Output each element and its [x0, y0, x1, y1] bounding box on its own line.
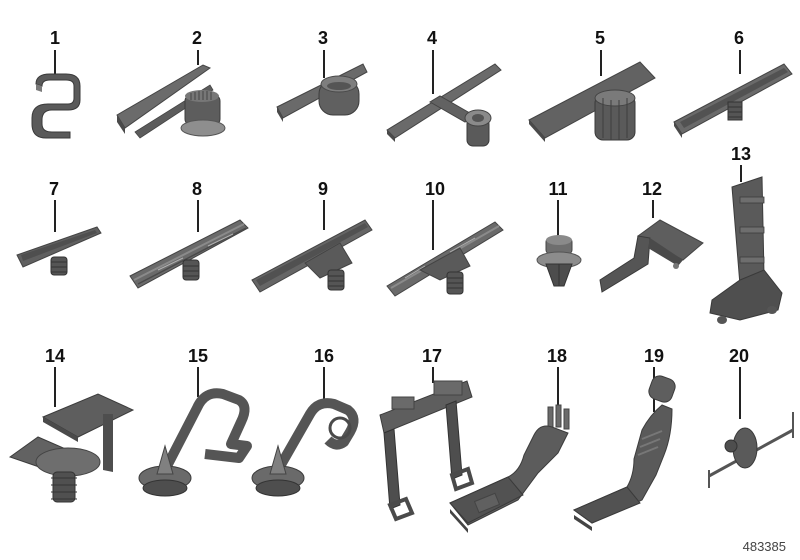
leader-line-18 — [557, 367, 559, 407]
strap-clip-pin-icon — [138, 388, 252, 497]
leader-line-12 — [652, 200, 654, 218]
ribbed-socket-holder-icon — [116, 64, 226, 139]
callout-label-2: 2 — [191, 28, 203, 48]
callout-label-14: 14 — [44, 346, 66, 366]
callout-label-18: 18 — [546, 346, 568, 366]
leader-line-16 — [323, 367, 325, 402]
leader-line-20 — [739, 367, 741, 419]
callout-label-5: 5 — [594, 28, 606, 48]
leader-line-17 — [432, 367, 434, 383]
callout-label-20: 20 — [728, 346, 750, 366]
callout-label-1: 1 — [49, 28, 61, 48]
leader-line-13 — [740, 165, 742, 182]
double-channel-stud-icon — [129, 219, 249, 289]
callout-label-6: 6 — [733, 28, 745, 48]
vertical-harness-holder-icon — [709, 176, 783, 324]
leader-line-4 — [432, 50, 434, 94]
harness-tray-clips-icon — [449, 404, 570, 533]
leader-line-15 — [197, 367, 199, 397]
s-clip-icon — [31, 73, 81, 139]
callout-label-13: 13 — [730, 144, 752, 164]
callout-label-12: 12 — [641, 179, 663, 199]
callout-label-17: 17 — [421, 346, 443, 366]
plate-ribbed-socket-icon — [528, 61, 656, 142]
callout-label-7: 7 — [48, 179, 60, 199]
leader-line-2 — [197, 50, 199, 65]
leader-line-5 — [600, 50, 602, 76]
double-channel-gusset-icon — [386, 221, 504, 297]
callout-label-19: 19 — [643, 346, 665, 366]
bridge-bracket-icon — [379, 380, 475, 522]
callout-label-15: 15 — [187, 346, 209, 366]
leader-line-1 — [54, 50, 56, 74]
leader-line-11 — [557, 200, 559, 236]
harness-tray-loop-icon — [572, 375, 676, 531]
callout-label-8: 8 — [191, 179, 203, 199]
angled-bracket-clip-icon — [599, 219, 704, 293]
callout-label-9: 9 — [317, 179, 329, 199]
leader-line-9 — [323, 200, 325, 230]
leader-line-7 — [54, 200, 56, 232]
gusset-channel-stud-icon — [251, 219, 373, 293]
callout-label-4: 4 — [426, 28, 438, 48]
leader-line-6 — [739, 50, 741, 74]
leader-line-14 — [54, 367, 56, 407]
callout-label-10: 10 — [424, 179, 446, 199]
push-rivet-icon — [536, 235, 582, 287]
callout-label-16: 16 — [313, 346, 335, 366]
leader-line-8 — [197, 200, 199, 232]
diagram-reference-number: 483385 — [742, 539, 786, 554]
short-channel-stud-icon — [16, 226, 102, 276]
leader-line-3 — [323, 50, 325, 78]
leader-line-10 — [432, 200, 434, 250]
callout-label-3: 3 — [317, 28, 329, 48]
loop-channel-holder-icon — [276, 63, 368, 122]
t-holder-socket-icon — [386, 63, 502, 147]
callout-label-11: 11 — [548, 179, 568, 199]
channel-strip-stud-icon — [673, 63, 793, 138]
rod-disc-clip-icon — [708, 412, 794, 488]
strap-clip-loop-pin-icon — [251, 398, 359, 497]
plate-clip-fir-tree-icon — [8, 393, 135, 503]
